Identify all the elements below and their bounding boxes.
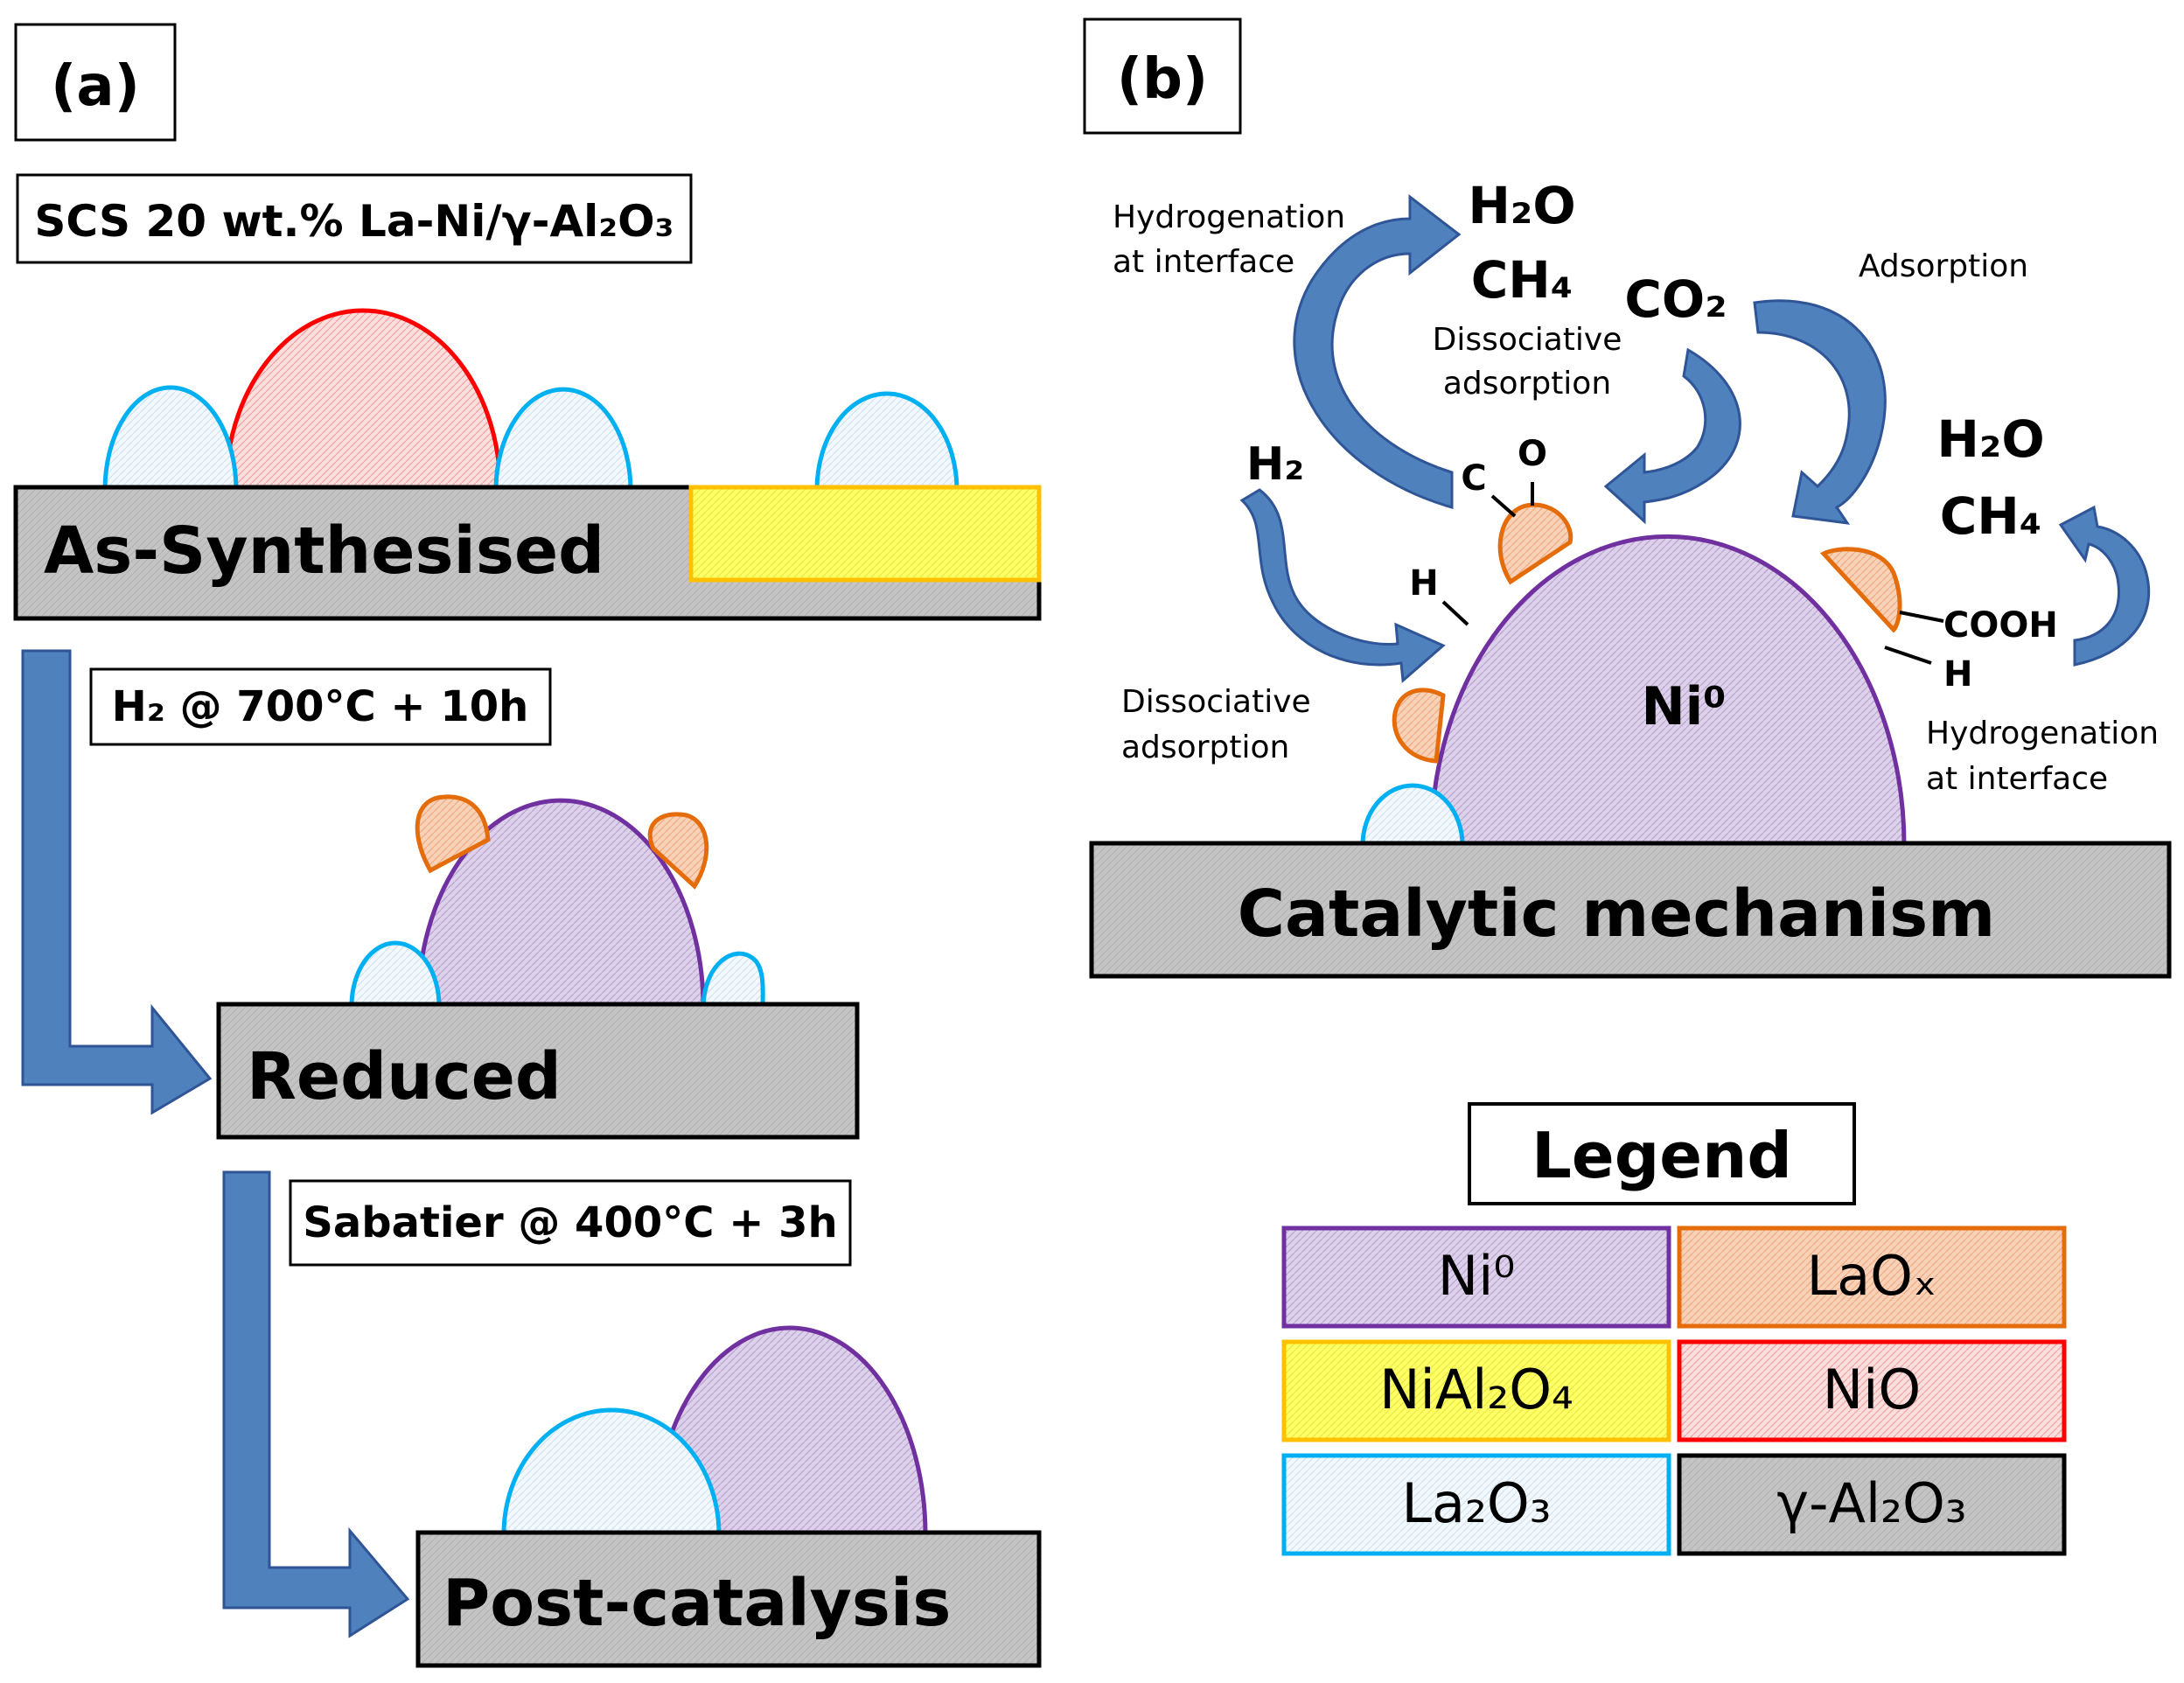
ni0-particle-mechanism (1428, 534, 1907, 848)
catalyst-label-box (16, 173, 693, 264)
annotation-hydrogenation-right-2: at interface (1926, 761, 2108, 797)
legend-swatch-laox (1677, 1226, 2067, 1329)
catalyst-label: SCS 20 wt.% La-Ni/γ-Al₂O₃ (34, 196, 673, 247)
legend-swatch-gamma-al2o3 (1677, 1453, 2067, 1556)
legend-title-box (1468, 1102, 1856, 1205)
bond-cooh (1899, 611, 1944, 623)
process-arrow-2 (222, 1170, 410, 1638)
la2o3-particle-post (501, 1407, 722, 1537)
legend-label-la2o3: La₂O₃ (1401, 1471, 1551, 1535)
annotation-dissociative-left-1: Dissociative (1121, 684, 1311, 720)
annotation-dissociative-top-2: adsorption (1443, 366, 1611, 402)
legend-label-nial2o4: NiAl₂O₄ (1379, 1358, 1573, 1421)
arrow-hydrogenation-left (1293, 193, 1462, 509)
support-mechanism (1089, 841, 2172, 979)
panel-b-label: (b) (1117, 47, 1208, 112)
legend-swatch-la2o3 (1281, 1453, 1671, 1556)
bond-h-left (1441, 600, 1469, 626)
legend-swatch-nial2o4 (1281, 1339, 1671, 1442)
laox-particle-top (1497, 502, 1573, 585)
stage-reduced: Reduced (247, 1039, 562, 1114)
ni0-particle-reduced (415, 798, 706, 1009)
nial2o4-layer (688, 485, 1042, 583)
panel-b-label-box (1083, 17, 1242, 135)
arrow-adsorption (1753, 299, 1887, 525)
legend-label-gamma-al2o3: γ-Al₂O₃ (1776, 1471, 1966, 1535)
annotation-hydrogenation-right-1: Hydrogenation (1926, 716, 2159, 751)
bond-c (1490, 494, 1517, 518)
annotation-dissociative-left-2: adsorption (1121, 730, 1289, 765)
laox-particle-left (1392, 688, 1446, 764)
annotation-adsorption: Adsorption (1859, 248, 2028, 284)
step1-label: H₂ @ 700°C + 10h (112, 682, 529, 731)
laox-particle-1 (415, 794, 491, 874)
atom-h-left: H (1409, 563, 1438, 604)
panel-a-label: (a) (51, 54, 140, 119)
la2o3-particle-2 (493, 387, 633, 492)
la2o3-particle-mechanism (1360, 783, 1465, 848)
molecule-h2o-left: H₂O (1468, 176, 1575, 235)
process-arrow-1 (21, 649, 213, 1115)
laox-particle-right (1819, 547, 1902, 633)
support-reduced (216, 1002, 860, 1140)
step2-label-box (289, 1179, 852, 1267)
step1-label-box (89, 667, 552, 746)
nio-particle (223, 308, 503, 492)
la2o3-particle-5 (701, 951, 765, 1009)
atom-h-right: H (1943, 654, 1972, 695)
la2o3-particle-1 (102, 385, 239, 492)
legend-label-laox: LaOₓ (1807, 1244, 1937, 1308)
arrow-dissociative-left (1239, 488, 1446, 684)
molecule-h2: H₂ (1246, 438, 1304, 491)
atom-o: O (1518, 434, 1547, 474)
la2o3-particle-3 (814, 391, 959, 492)
molecule-ch4-left: CH₄ (1471, 250, 1573, 310)
annotation-hydrogenation-left-1: Hydrogenation (1113, 199, 1345, 235)
stage-post-catalysis: Post-catalysis (443, 1566, 951, 1641)
laox-particle-2 (647, 812, 709, 890)
panel-a-label-box (14, 23, 177, 142)
ni0-particle-label: Ni⁰ (1641, 676, 1726, 737)
legend-swatch-nio (1677, 1339, 2067, 1442)
annotation-dissociative-top-1: Dissociative (1433, 322, 1622, 358)
arrow-dissociative-top (1603, 347, 1741, 525)
bond-h-right (1884, 646, 1932, 665)
legend-label-ni0: Ni⁰ (1438, 1244, 1515, 1308)
stage-as-synthesised: As-Synthesised (44, 513, 604, 589)
la2o3-particle-4 (349, 940, 442, 1009)
molecule-h2o-right: H₂O (1936, 409, 2044, 469)
mechanism-base-label: Catalytic mechanism (1238, 876, 1996, 952)
molecule-co2: CO₂ (1624, 269, 1727, 329)
legend-label-nio: NiO (1823, 1358, 1921, 1421)
legend-title: Legend (1532, 1119, 1792, 1192)
legend-swatch-ni0 (1281, 1226, 1671, 1329)
molecule-ch4-right: CH₄ (1940, 486, 2042, 546)
annotation-hydrogenation-left-2: at interface (1113, 244, 1294, 280)
cooh-label: COOH (1943, 605, 2058, 646)
arrow-hydrogenation-right (2058, 505, 2151, 667)
step2-label: Sabatier @ 400°C + 3h (303, 1198, 837, 1247)
support-post-catalysis (415, 1530, 1042, 1668)
atom-c: C (1461, 458, 1486, 499)
